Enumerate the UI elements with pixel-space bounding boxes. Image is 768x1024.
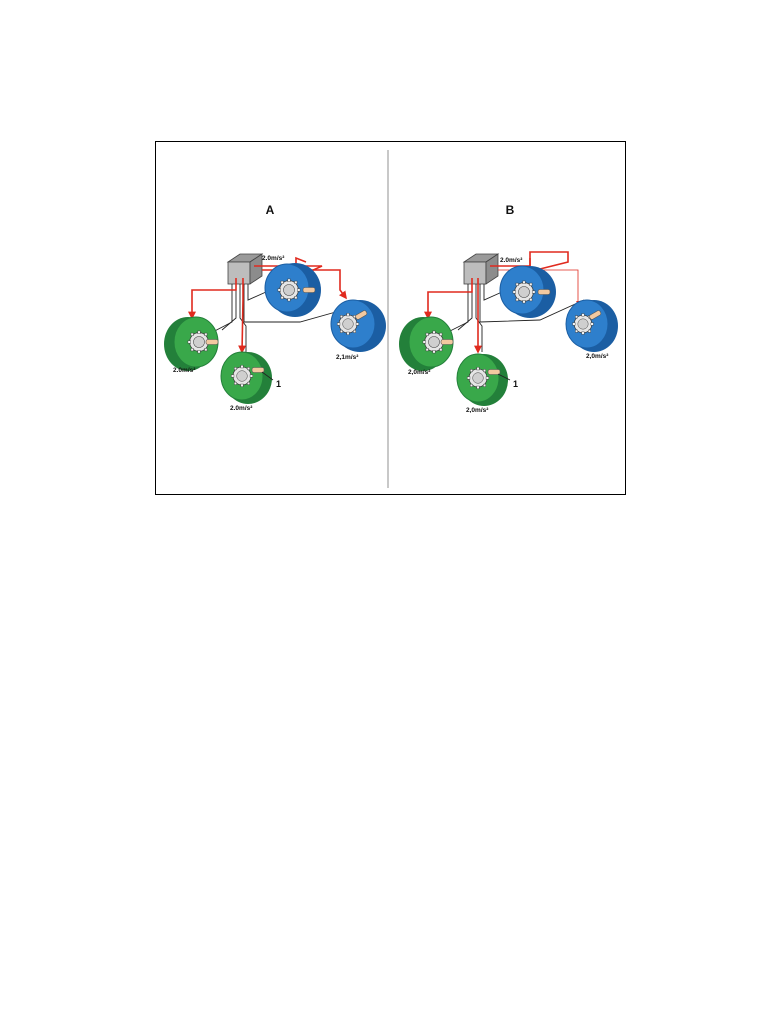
rear-right-value: 2,0m/s² bbox=[586, 353, 609, 360]
front-left-wheel bbox=[399, 316, 454, 371]
rear-right-value: 2,1m/s² bbox=[336, 354, 359, 361]
panel-a-title: A bbox=[266, 203, 275, 217]
front-left-value: 2,0m/s² bbox=[408, 369, 431, 376]
panel-b: B bbox=[399, 203, 618, 414]
rear-right-wheel bbox=[330, 299, 386, 352]
front-left-value: 2.0m/s² bbox=[173, 367, 196, 374]
rear-left-wheel bbox=[220, 351, 272, 404]
panel-a: A bbox=[164, 203, 386, 412]
panel-b-title: B bbox=[506, 203, 515, 217]
callout-number: 1 bbox=[513, 379, 518, 389]
callout-number: 1 bbox=[276, 379, 281, 389]
front-left-wheel bbox=[164, 316, 219, 371]
figure-frame bbox=[155, 141, 626, 495]
callout-leader bbox=[497, 373, 511, 381]
front-right-value: 2.0m/s² bbox=[262, 255, 285, 262]
front-right-value: 2.0m/s² bbox=[500, 257, 523, 264]
abs-control-unit-icon bbox=[462, 253, 500, 285]
rear-right-wheel bbox=[565, 299, 618, 352]
callout-leader bbox=[261, 371, 274, 381]
front-right-wheel bbox=[499, 265, 556, 318]
rear-left-value: 2.0m/s² bbox=[230, 405, 253, 412]
rear-left-value: 2,0m/s² bbox=[466, 407, 489, 414]
front-right-wheel bbox=[264, 263, 321, 317]
abs-control-unit-icon bbox=[226, 253, 264, 285]
rear-left-wheel bbox=[456, 353, 508, 406]
